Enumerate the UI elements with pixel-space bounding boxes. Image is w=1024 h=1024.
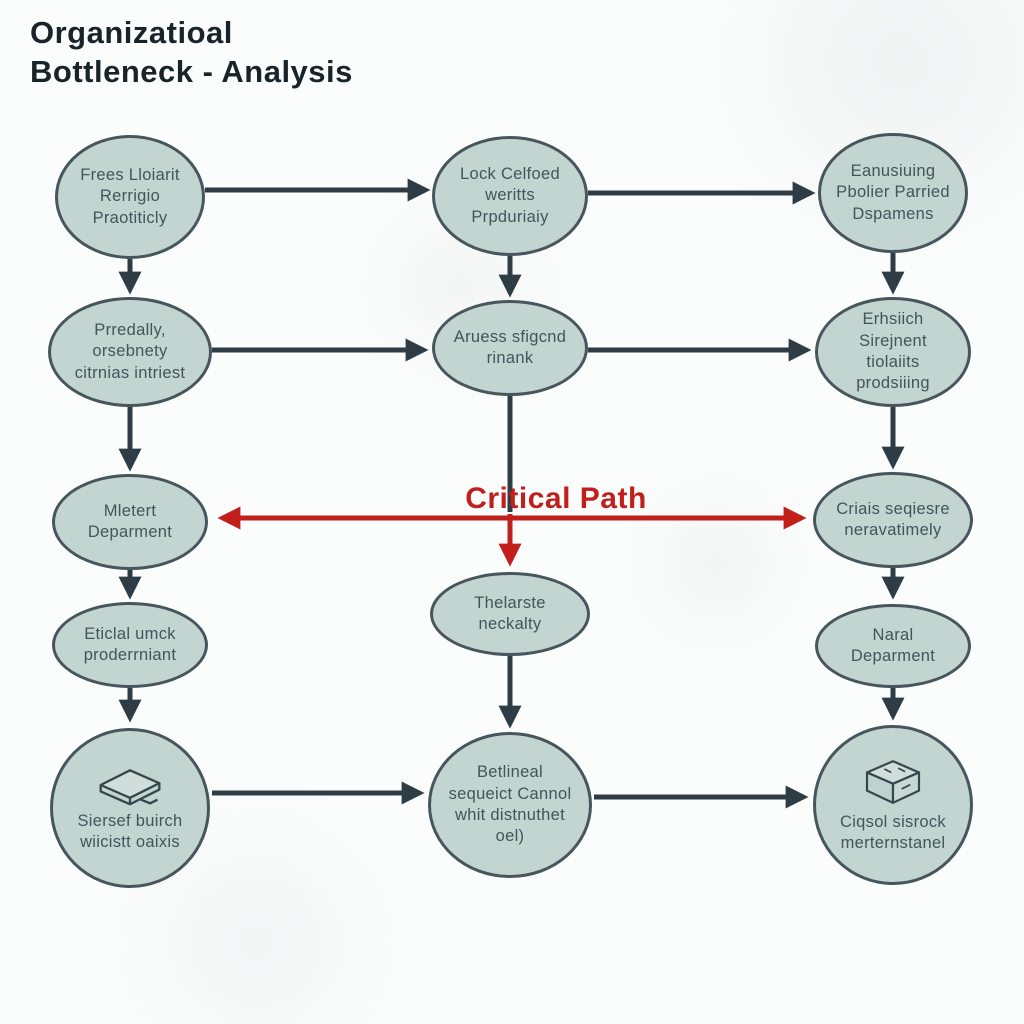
book-icon bbox=[93, 763, 167, 807]
node-label: Eanusiuing Pbolier Parried Dspamens bbox=[836, 161, 950, 223]
cube-icon bbox=[858, 756, 928, 808]
node-top-middle: Lock Celfoed weritts Prpduriaiy bbox=[432, 136, 588, 256]
node-row3-right: Criais seqiesre neravatimely bbox=[813, 472, 973, 568]
node-row2-right: Erhsiich Sirejnent tiolaiits prodsiiing bbox=[815, 297, 971, 407]
diagram-title: Organizatioal Bottleneck - Analysis bbox=[30, 14, 450, 92]
node-row4-left: Eticlal umck proderrniant bbox=[52, 602, 208, 688]
node-row4-right: Naral Deparment bbox=[815, 604, 971, 688]
node-row2-middle: Aruess sfigcnd rinank bbox=[432, 300, 588, 396]
node-label: Betlineal sequeict Cannol whit distnuthe… bbox=[448, 763, 572, 846]
node-label: Siersef buirch wiicistt oaixis bbox=[77, 811, 183, 851]
node-label: Aruess sfigcnd rinank bbox=[453, 327, 567, 367]
node-row3-left: Mletert Deparment bbox=[52, 474, 208, 570]
node-label: Erhsiich Sirejnent tiolaiits prodsiiing bbox=[856, 310, 930, 393]
node-row4-middle: Thelarste neckalty bbox=[430, 572, 590, 656]
node-bottom-middle: Betlineal sequeict Cannol whit distnuthe… bbox=[428, 732, 592, 878]
node-label: Ciqsol sisrock merternstanel bbox=[840, 812, 946, 852]
title-line-2: Bottleneck - Analysis bbox=[30, 53, 353, 89]
node-label: Lock Celfoed weritts Prpduriaiy bbox=[460, 164, 560, 226]
node-top-right: Eanusiuing Pbolier Parried Dspamens bbox=[818, 133, 968, 253]
critical-path-label: Critical Path bbox=[465, 482, 647, 515]
node-label: Naral Deparment bbox=[850, 625, 936, 665]
title-line-1: Organizatioal bbox=[30, 15, 233, 50]
node-bottom-left: Siersef buirch wiicistt oaixis bbox=[50, 728, 210, 888]
node-label: Prredally, orsebnety citrnias intriest bbox=[74, 320, 186, 382]
node-label: Mletert Deparment bbox=[87, 501, 173, 541]
node-top-left: Frees Lloiarit Rerrigio Praotiticly bbox=[55, 135, 205, 259]
node-label: Frees Lloiarit Rerrigio Praotiticly bbox=[80, 165, 180, 227]
node-bottom-right: Ciqsol sisrock merternstanel bbox=[813, 725, 973, 885]
node-label: Thelarste neckalty bbox=[474, 593, 546, 633]
node-label: Criais seqiesre neravatimely bbox=[836, 499, 950, 539]
node-label: Eticlal umck proderrniant bbox=[83, 624, 177, 664]
node-row2-left: Prredally, orsebnety citrnias intriest bbox=[48, 297, 212, 407]
